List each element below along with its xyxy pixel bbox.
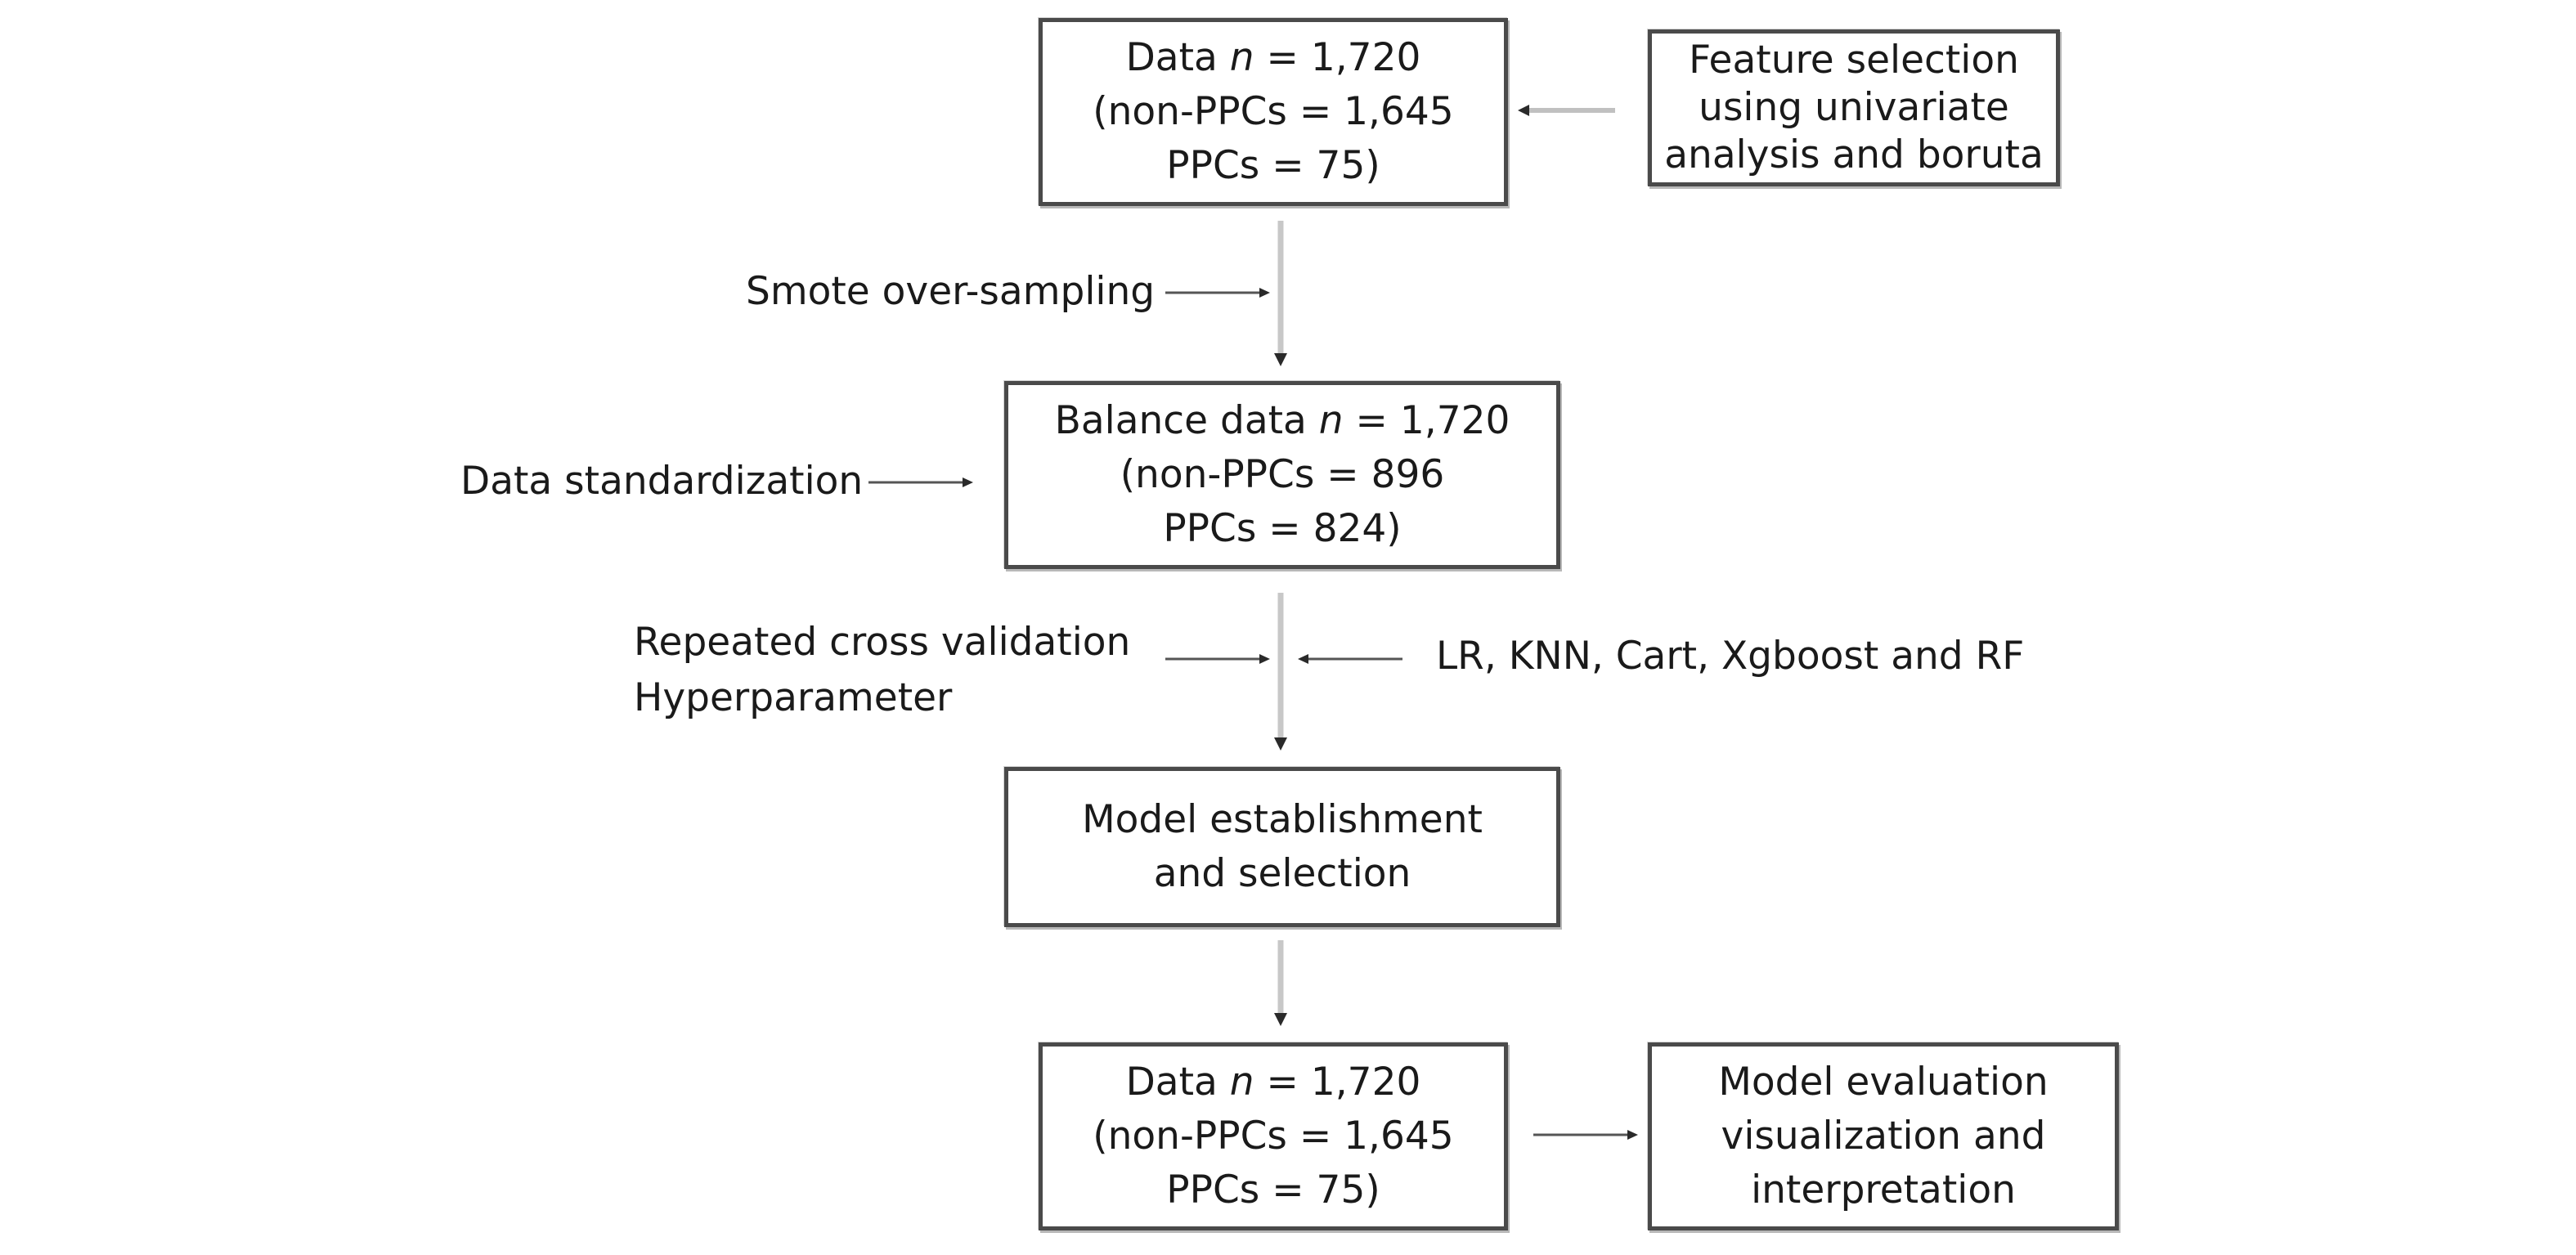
- balance-data-box: Balance data n = 1,720 (non-PPCs = 896 P…: [1004, 381, 1560, 569]
- cross-validation-label: Repeated cross validation Hyperparameter: [634, 615, 1130, 726]
- data-box-bottom-line1: Data n = 1,720: [1126, 1056, 1421, 1109]
- model-evaluation-line1: Model evaluation: [1718, 1060, 2049, 1105]
- data-box-bottom-suffix: = 1,720: [1254, 1060, 1421, 1105]
- data-box-top-suffix: = 1,720: [1254, 35, 1421, 80]
- arrow-balance-to-model-head: [1274, 737, 1287, 751]
- data-box-bottom-line2: (non-PPCs = 1,645: [1093, 1114, 1454, 1159]
- standardization-label: Data standardization: [460, 459, 864, 504]
- data-box-bottom: Data n = 1,720 (non-PPCs = 1,645 PPCs = …: [1039, 1042, 1508, 1230]
- balance-data-line2: (non-PPCs = 896: [1120, 452, 1445, 497]
- model-establishment-box: Model establishment and selection: [1004, 767, 1560, 927]
- data-box-top-line1: Data n = 1,720: [1126, 31, 1421, 85]
- arrow-algorithms-head: [1298, 654, 1308, 664]
- balance-data-line1: Balance data n = 1,720: [1055, 394, 1510, 448]
- feature-selection-line3: analysis and boruta: [1664, 132, 2044, 177]
- balance-data-variable: n: [1318, 398, 1344, 443]
- data-box-bottom-variable: n: [1229, 1060, 1254, 1105]
- balance-data-prefix: Balance data: [1054, 398, 1319, 443]
- arrow-smote-head: [1259, 288, 1270, 298]
- arrow-to-evaluation-head: [1627, 1130, 1638, 1140]
- arrow-feature-selection-head: [1518, 105, 1529, 116]
- data-box-bottom-prefix: Data: [1125, 1060, 1230, 1105]
- arrow-model-to-data-head: [1274, 1013, 1287, 1026]
- balance-data-line3: PPCs = 824): [1163, 506, 1402, 551]
- data-box-top-variable: n: [1229, 35, 1254, 80]
- data-box-top-line3: PPCs = 75): [1166, 143, 1380, 188]
- feature-selection-line1: Feature selection: [1689, 38, 2019, 83]
- algorithms-label: LR, KNN, Cart, Xgboost and RF: [1436, 634, 2025, 679]
- model-evaluation-box: Model evaluation visualization and inter…: [1648, 1042, 2119, 1230]
- feature-selection-line2: using univariate: [1699, 85, 2009, 130]
- cross-validation-line1: Repeated cross validation: [634, 620, 1131, 665]
- data-box-top-line2: (non-PPCs = 1,645: [1093, 89, 1454, 134]
- arrow-data-to-balance-head: [1274, 353, 1287, 366]
- feature-selection-box: Feature selection using univariate analy…: [1648, 29, 2060, 186]
- model-evaluation-line3: interpretation: [1751, 1168, 2016, 1212]
- arrow-cross-validation-head: [1259, 654, 1270, 664]
- model-establishment-line2: and selection: [1153, 851, 1411, 896]
- balance-data-suffix: = 1,720: [1343, 398, 1510, 443]
- data-box-top: Data n = 1,720 (non-PPCs = 1,645 PPCs = …: [1039, 18, 1508, 206]
- model-establishment-line1: Model establishment: [1082, 797, 1483, 842]
- arrow-standardization-head: [963, 477, 973, 487]
- cross-validation-line2: Hyperparameter: [634, 675, 953, 720]
- data-box-bottom-line3: PPCs = 75): [1166, 1168, 1380, 1212]
- smote-label: Smote over-sampling: [746, 269, 1156, 314]
- data-box-top-prefix: Data: [1125, 35, 1230, 80]
- model-evaluation-line2: visualization and: [1721, 1114, 2046, 1159]
